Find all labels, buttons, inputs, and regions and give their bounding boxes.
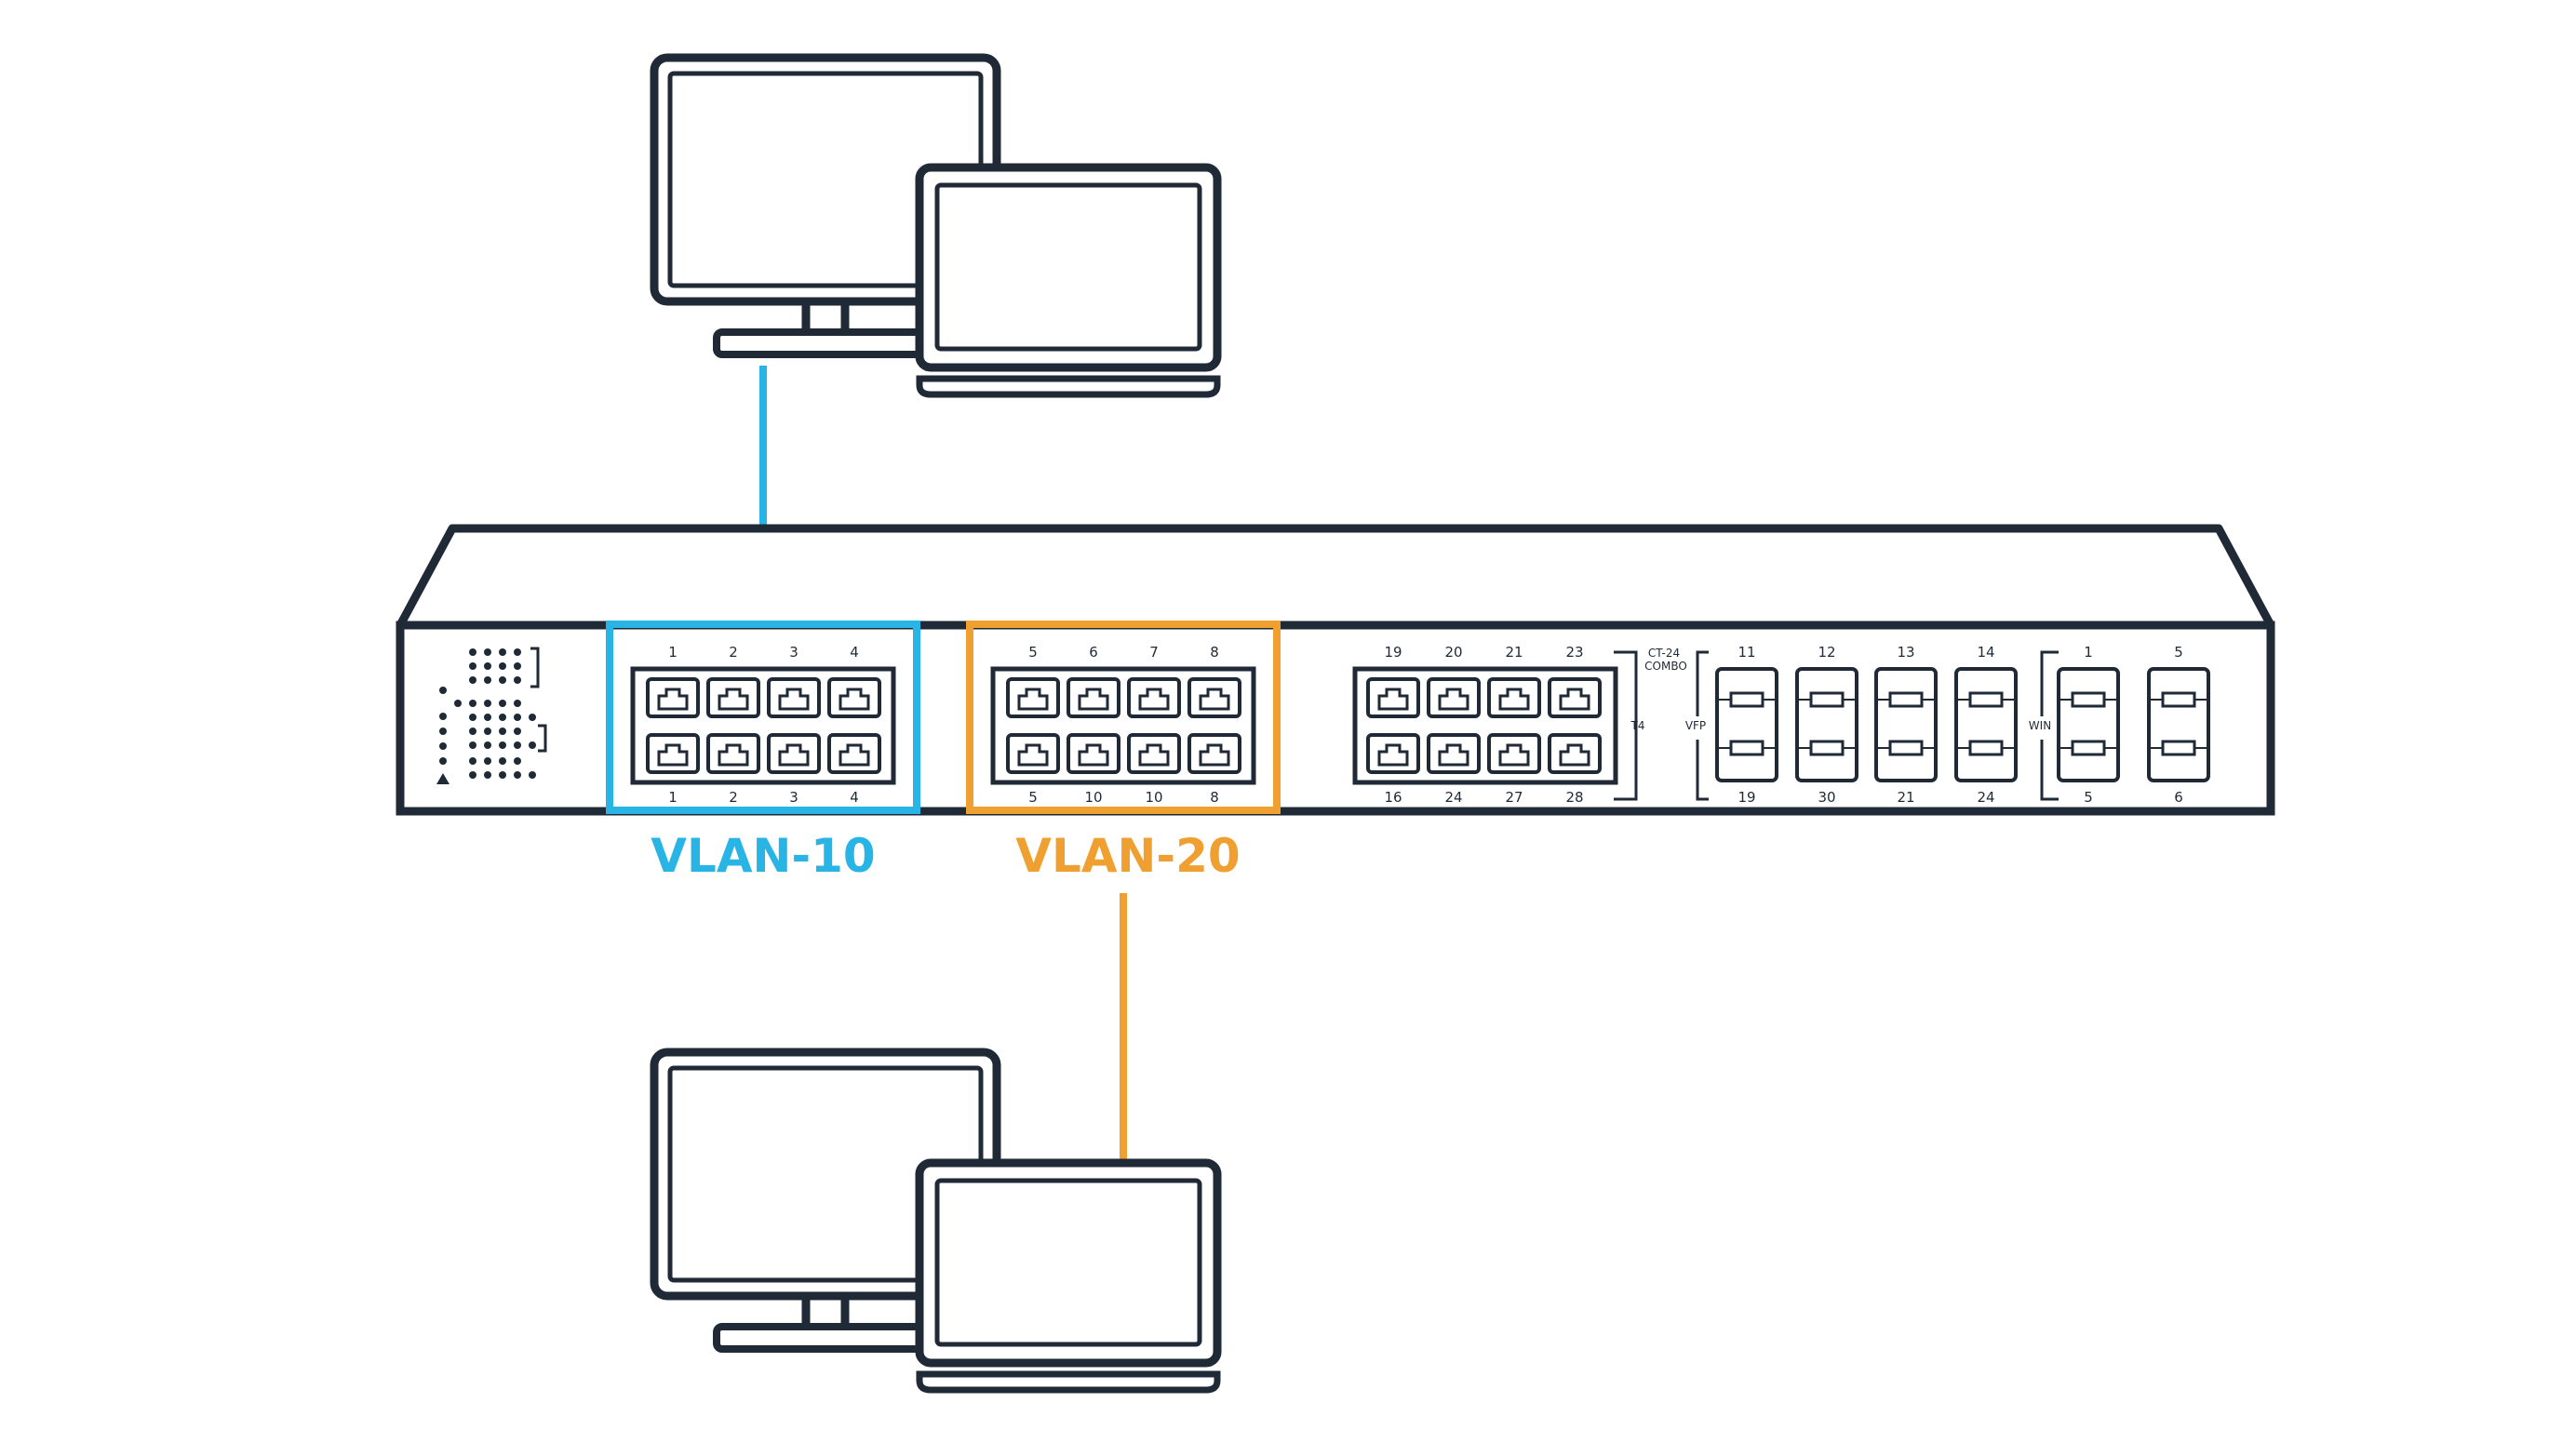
port-number: 19 (1384, 644, 1402, 661)
rj45-port[interactable] (706, 733, 760, 774)
port-number: 4 (850, 789, 859, 806)
port-number: 10 (1084, 789, 1102, 806)
port-number: 8 (1210, 789, 1219, 806)
sfp-bracket-lower (1696, 740, 1709, 801)
port-number: 6 (2174, 789, 2183, 806)
port-number: 30 (1818, 789, 1835, 806)
rj45-port[interactable] (1067, 677, 1120, 718)
rj45-port[interactable] (1187, 677, 1241, 718)
rj45-port[interactable] (1366, 733, 1420, 774)
rj45-port[interactable] (1427, 677, 1481, 718)
port-number: 5 (2174, 644, 2183, 661)
rj45-port[interactable] (827, 733, 881, 774)
port-number: 5 (2084, 789, 2093, 806)
rj45-port[interactable] (1366, 677, 1420, 718)
rj45-port[interactable] (767, 677, 821, 718)
vlan20-highlight-box (966, 621, 1281, 814)
sfp-port[interactable] (1954, 667, 2018, 782)
rj45-port[interactable] (646, 733, 700, 774)
rj45-port[interactable] (646, 677, 700, 718)
uplink-sfp-port[interactable] (2057, 667, 2120, 782)
port-number: 4 (850, 644, 859, 661)
rj45-port[interactable] (1127, 733, 1181, 774)
combo-label-line2: COMBO (1644, 660, 1687, 673)
rj45-port[interactable] (1067, 733, 1120, 774)
port-number: 1 (668, 789, 678, 806)
port-number: 1 (2084, 644, 2093, 661)
led-bracket-lines (530, 647, 547, 753)
port-number: 21 (1505, 644, 1523, 661)
port-number: 11 (1737, 644, 1755, 661)
vlan20-label: VLAN-20 (1015, 829, 1240, 883)
rj45-port[interactable] (1006, 733, 1060, 774)
combo-bracket (1614, 650, 1638, 801)
status-led-grid (436, 648, 536, 784)
port-number: 3 (789, 644, 798, 661)
vlan10-highlight-box (606, 621, 920, 814)
rj45-port[interactable] (1427, 733, 1481, 774)
combo-label-line1: CT-24 (1648, 647, 1680, 660)
wan-bracket-lower (2040, 740, 2059, 801)
rj45-port[interactable] (706, 677, 760, 718)
rj45-port[interactable] (767, 733, 821, 774)
uplink-sfp-port[interactable] (2147, 667, 2210, 782)
port-number: 1 (668, 644, 678, 661)
port-number: 12 (1818, 644, 1835, 661)
sfp-port[interactable] (1874, 667, 1938, 782)
rj45-port[interactable] (1548, 677, 1602, 718)
port-number: 13 (1897, 644, 1914, 661)
sfp-side-label: VFP (1685, 719, 1706, 732)
sfp-bracket (1696, 650, 1709, 716)
wan-bracket (2040, 650, 2059, 716)
port-number: 27 (1505, 789, 1523, 806)
port-number: 21 (1897, 789, 1914, 806)
rj45-port[interactable] (1548, 733, 1602, 774)
port-number: 2 (729, 644, 738, 661)
port-number: 23 (1565, 644, 1583, 661)
port-number: 24 (1444, 789, 1462, 806)
sfp-port[interactable] (1715, 667, 1778, 782)
port-number: 19 (1737, 789, 1755, 806)
port-number: 16 (1384, 789, 1402, 806)
port-number: 20 (1444, 644, 1462, 661)
vlan10-label: VLAN-10 (651, 829, 875, 883)
rj45-port[interactable] (1487, 677, 1541, 718)
rj-side-label: T4 (1630, 719, 1645, 732)
switch-top-face (396, 524, 2274, 628)
rj45-port[interactable] (1127, 677, 1181, 718)
port-number: 3 (789, 789, 798, 806)
rj45-port[interactable] (1006, 677, 1060, 718)
port-number: 5 (1028, 789, 1038, 806)
sfp-port[interactable] (1795, 667, 1858, 782)
wan-label: WIN (2029, 719, 2051, 732)
port-number: 6 (1089, 644, 1098, 661)
rj45-port[interactable] (1487, 733, 1541, 774)
port-number: 10 (1145, 789, 1162, 806)
port-number: 28 (1565, 789, 1583, 806)
rj45-port[interactable] (1187, 733, 1241, 774)
port-number: 7 (1149, 644, 1159, 661)
port-number: 24 (1977, 789, 1994, 806)
port-number: 2 (729, 789, 738, 806)
port-number: 8 (1210, 644, 1219, 661)
rj45-port[interactable] (827, 677, 881, 718)
bottom-laptop-icon (915, 1158, 1222, 1394)
port-number: 14 (1977, 644, 1994, 661)
top-laptop-icon (915, 163, 1222, 398)
port-number: 5 (1028, 644, 1038, 661)
